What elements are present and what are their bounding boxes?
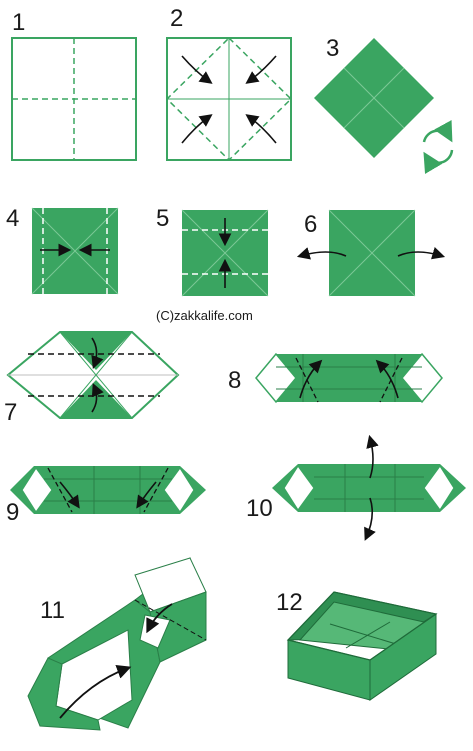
fold-arrow-icon (181, 55, 213, 84)
fold-arrow-icon (91, 383, 104, 413)
fold-arrow-icon (375, 359, 399, 399)
white-flap-right (163, 466, 195, 514)
fold-arrow-icon (136, 481, 157, 509)
white-flap-left (283, 464, 315, 512)
step-number-9: 9 (6, 499, 19, 526)
folded-strip (272, 464, 466, 512)
crease (181, 209, 269, 297)
crease (345, 621, 391, 649)
step-3: 3 (314, 35, 454, 175)
fold-arrow-icon (299, 359, 323, 399)
fold-arrow-icon (59, 481, 80, 509)
crease (59, 331, 133, 419)
step-9: 9 (6, 466, 206, 526)
step-1: 1 (11, 9, 137, 161)
fold-arrow-icon (181, 114, 213, 144)
step-number-12: 12 (276, 589, 303, 616)
crease (328, 209, 416, 297)
step-number-10: 10 (246, 495, 273, 522)
step-number-6: 6 (304, 211, 317, 238)
folded-strip (276, 354, 422, 402)
step-8: 8 (228, 352, 443, 404)
box-top-edge (286, 591, 438, 661)
side-wall (27, 657, 101, 731)
step-4: 4 (6, 205, 119, 295)
step-2: 2 (165, 5, 293, 162)
step-number-4: 4 (6, 205, 19, 232)
step-7: 7 (4, 331, 180, 426)
crease (329, 623, 397, 645)
step-5: 5 (156, 205, 269, 297)
step-number-3: 3 (326, 35, 339, 62)
white-flap-left (21, 466, 53, 514)
fold-arrow-icon (59, 664, 132, 719)
step-number-1: 1 (12, 9, 25, 36)
step-number-11: 11 (40, 597, 65, 624)
credit-text: (C)zakkalife.com (156, 308, 253, 323)
step-6: 6 (296, 209, 446, 297)
white-flap-right (401, 352, 443, 404)
step-number-5: 5 (156, 205, 169, 232)
fold-arrow-icon (245, 55, 277, 84)
fold-arrow-icon (146, 603, 173, 634)
unfold-arrow-icon (296, 247, 347, 260)
fold-diamond-dashed (165, 36, 293, 162)
box-front-wall (287, 639, 371, 701)
step-number-2: 2 (170, 5, 183, 32)
pull-arrow-icon (366, 434, 379, 479)
unfold-arrow-icon (397, 247, 446, 260)
folded-strip (10, 466, 206, 514)
step-number-7: 7 (4, 399, 17, 426)
step-11: 11 (27, 557, 207, 731)
rotate-arrows-icon (422, 120, 454, 175)
step-12: 12 (276, 589, 438, 701)
fold-line-dashed (134, 599, 207, 641)
pull-arrow-icon (364, 497, 376, 541)
crease (31, 207, 119, 295)
fold-arrow-icon (91, 337, 104, 369)
step-number-8: 8 (228, 367, 241, 394)
fold-arrow-icon (245, 114, 277, 144)
white-flap-right (423, 464, 455, 512)
crease (343, 67, 405, 129)
white-flap-left (255, 352, 297, 404)
step-10: 10 (246, 434, 466, 541)
